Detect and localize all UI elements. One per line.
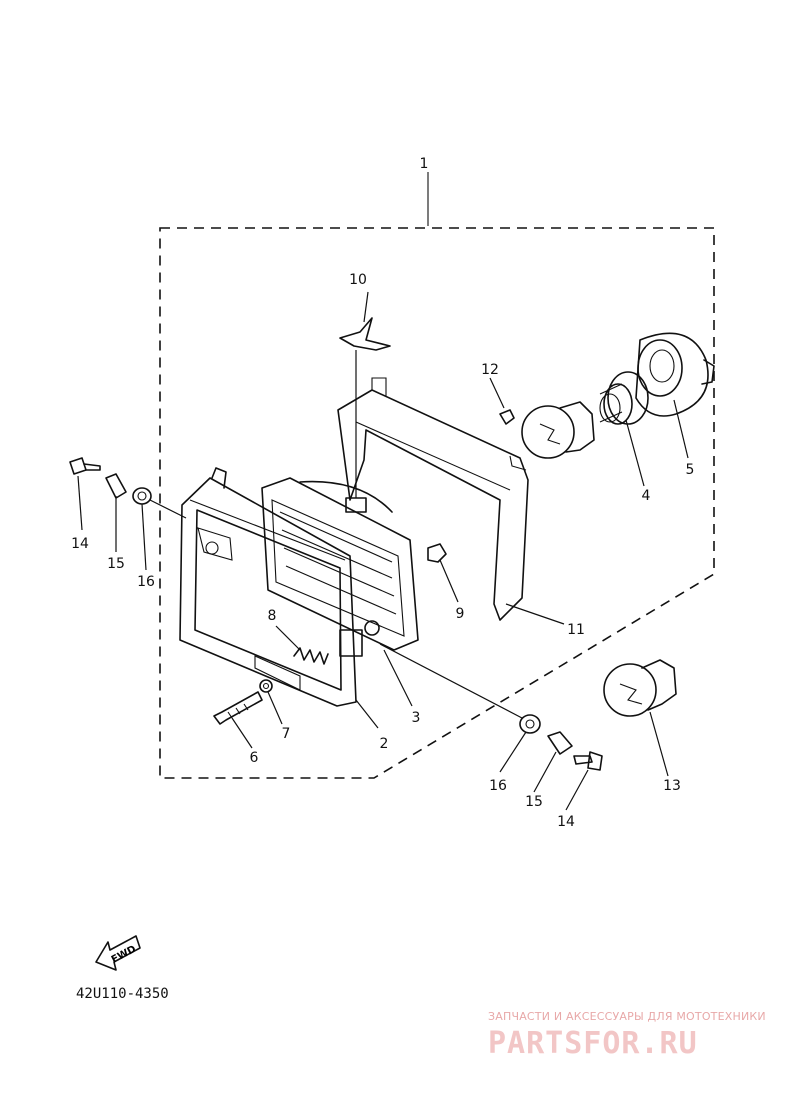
bulb-socket: [599, 371, 649, 425]
collar-left: [105, 473, 127, 499]
callout-7: 7: [282, 726, 291, 742]
bolt-right: [573, 751, 603, 771]
headlight-rim: [179, 467, 357, 707]
washer: [259, 679, 273, 693]
headlight-unit: [261, 477, 419, 657]
callout-labels: 1 2 3 4 5 6 7 8 9 10 11 12 13 14 15 16 1…: [71, 156, 694, 830]
callout-8: 8: [268, 608, 277, 624]
pilot-bulb: [499, 409, 515, 425]
leader-lines: [77, 291, 689, 811]
nut: [427, 543, 447, 563]
callout-15-left: 15: [107, 556, 125, 572]
callout-14-right: 14: [557, 814, 575, 830]
fwd-arrow-icon: FWD: [95, 935, 141, 971]
callout-16-right: 16: [489, 778, 507, 794]
callout-3: 3: [412, 710, 421, 726]
grommet-right: [519, 714, 541, 734]
callout-5: 5: [686, 462, 695, 478]
watermark-site: PARTSFOR.RU: [488, 1026, 698, 1061]
callout-9: 9: [456, 606, 465, 622]
callout-4: 4: [642, 488, 651, 504]
headlight-bulb: [521, 401, 595, 459]
bolt-left: [69, 457, 101, 475]
callout-1: 1: [420, 156, 429, 172]
callout-6: 6: [250, 750, 259, 766]
adjusting-screw: [213, 691, 263, 725]
headlight-bracket: [337, 377, 529, 621]
collar-right: [547, 731, 573, 755]
callout-2: 2: [380, 736, 389, 752]
watermark-tagline: ЗАПЧАСТИ И АКСЕССУАРЫ ДЛЯ МОТОТЕХНИКИ: [488, 1010, 766, 1023]
callout-16-left: 16: [137, 574, 155, 590]
right-hardware-axis: [379, 643, 523, 719]
callout-10: 10: [349, 272, 367, 288]
drawing-code: 42U110-4350: [76, 986, 169, 1002]
callout-11: 11: [567, 622, 585, 638]
spring-clip: [339, 317, 391, 498]
callout-15-right: 15: [525, 794, 543, 810]
assembly-boundary: [159, 172, 715, 779]
callout-13: 13: [663, 778, 681, 794]
adjusting-spring: [293, 647, 329, 665]
grommet-left: [132, 487, 152, 505]
spare-bulb: [603, 659, 677, 717]
left-hardware-axis: [149, 499, 187, 519]
rubber-cover: [635, 332, 715, 417]
callout-12: 12: [481, 362, 499, 378]
callout-14-left: 14: [71, 536, 89, 552]
